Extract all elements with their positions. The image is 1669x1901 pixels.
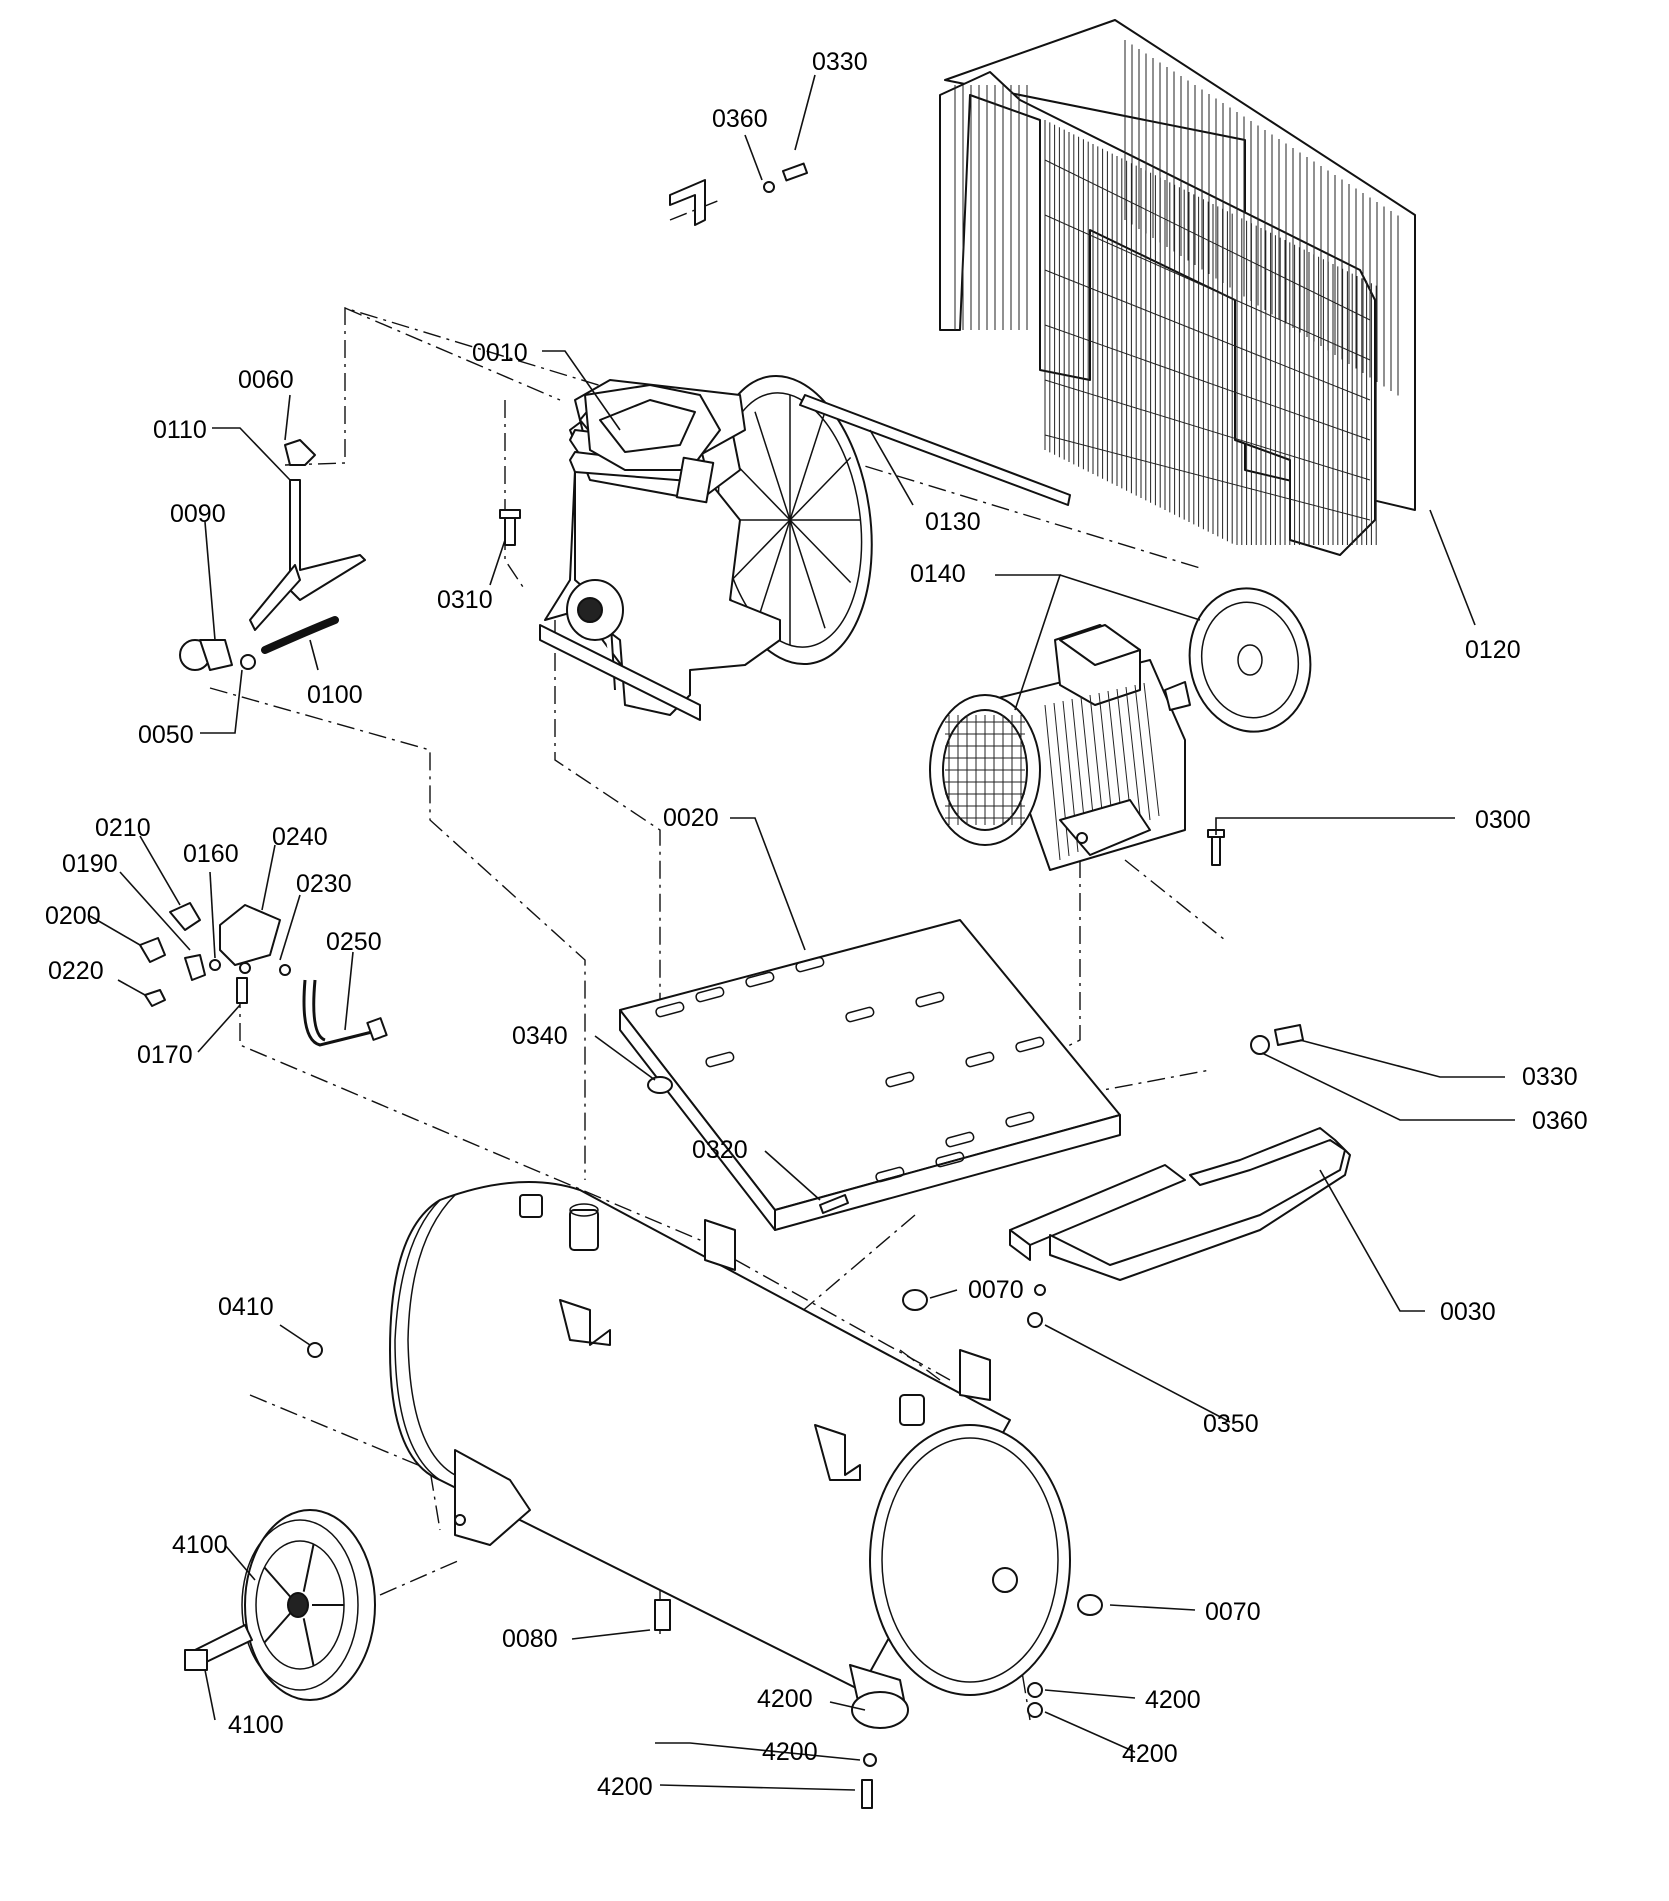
callout-4100-bottom: 4100 [228,1711,284,1739]
compressor-pump [539,374,873,721]
callout-0060: 0060 [238,366,294,394]
callout-4200-d: 4200 [1122,1740,1178,1768]
wheel [184,1509,376,1701]
handle [1009,1127,1351,1281]
callout-0300: 0300 [1475,806,1531,834]
electric-motor [929,624,1191,871]
callout-0020: 0020 [663,804,719,832]
callout-4200-e: 4200 [597,1773,653,1801]
belt-guard-cage [939,19,1416,556]
leader-lines [89,74,1515,1791]
callout-0190: 0190 [62,850,118,878]
callout-4200-b: 4200 [1145,1686,1201,1714]
v-belt [799,394,1071,506]
callout-0320: 0320 [692,1136,748,1164]
callout-0140: 0140 [910,560,966,588]
callout-0130: 0130 [925,508,981,536]
callout-0360-right: 0360 [1532,1107,1588,1135]
callout-0360: 0360 [712,105,768,133]
callout-0210: 0210 [95,814,151,842]
callout-0330: 0330 [812,48,868,76]
callout-0170: 0170 [137,1041,193,1069]
callout-4100-top: 4100 [172,1531,228,1559]
callout-0110: 0110 [153,416,207,444]
callout-0160: 0160 [183,840,239,868]
callout-0100: 0100 [307,681,363,709]
small-hardware [139,162,1304,1809]
motor-pulley [1188,587,1312,733]
callout-4200-a: 4200 [757,1685,813,1713]
callout-0090: 0090 [170,500,226,528]
callout-0070-top: 0070 [968,1276,1024,1304]
callout-0410: 0410 [218,1293,274,1321]
callout-0240: 0240 [272,823,328,851]
callout-0340: 0340 [512,1022,568,1050]
callout-0230: 0230 [296,870,352,898]
callout-0220: 0220 [48,957,104,985]
callout-0250: 0250 [326,928,382,956]
callout-0010: 0010 [472,339,528,367]
callout-0350: 0350 [1203,1410,1259,1438]
callout-0050: 0050 [138,721,194,749]
air-receiver-tank [389,1181,1071,1729]
base-plate [619,919,1121,1231]
callout-0310: 0310 [437,586,493,614]
callout-0120: 0120 [1465,636,1521,664]
callout-0030: 0030 [1440,1298,1496,1326]
callout-0200: 0200 [45,902,101,930]
callout-4200-c: 4200 [762,1738,818,1766]
callout-0330-right: 0330 [1522,1063,1578,1091]
callout-labels: 0330 0360 0010 0060 0110 0090 0310 0130 … [45,48,1588,1801]
callout-0080: 0080 [502,1625,558,1653]
callout-0070-bottom: 0070 [1205,1598,1261,1626]
